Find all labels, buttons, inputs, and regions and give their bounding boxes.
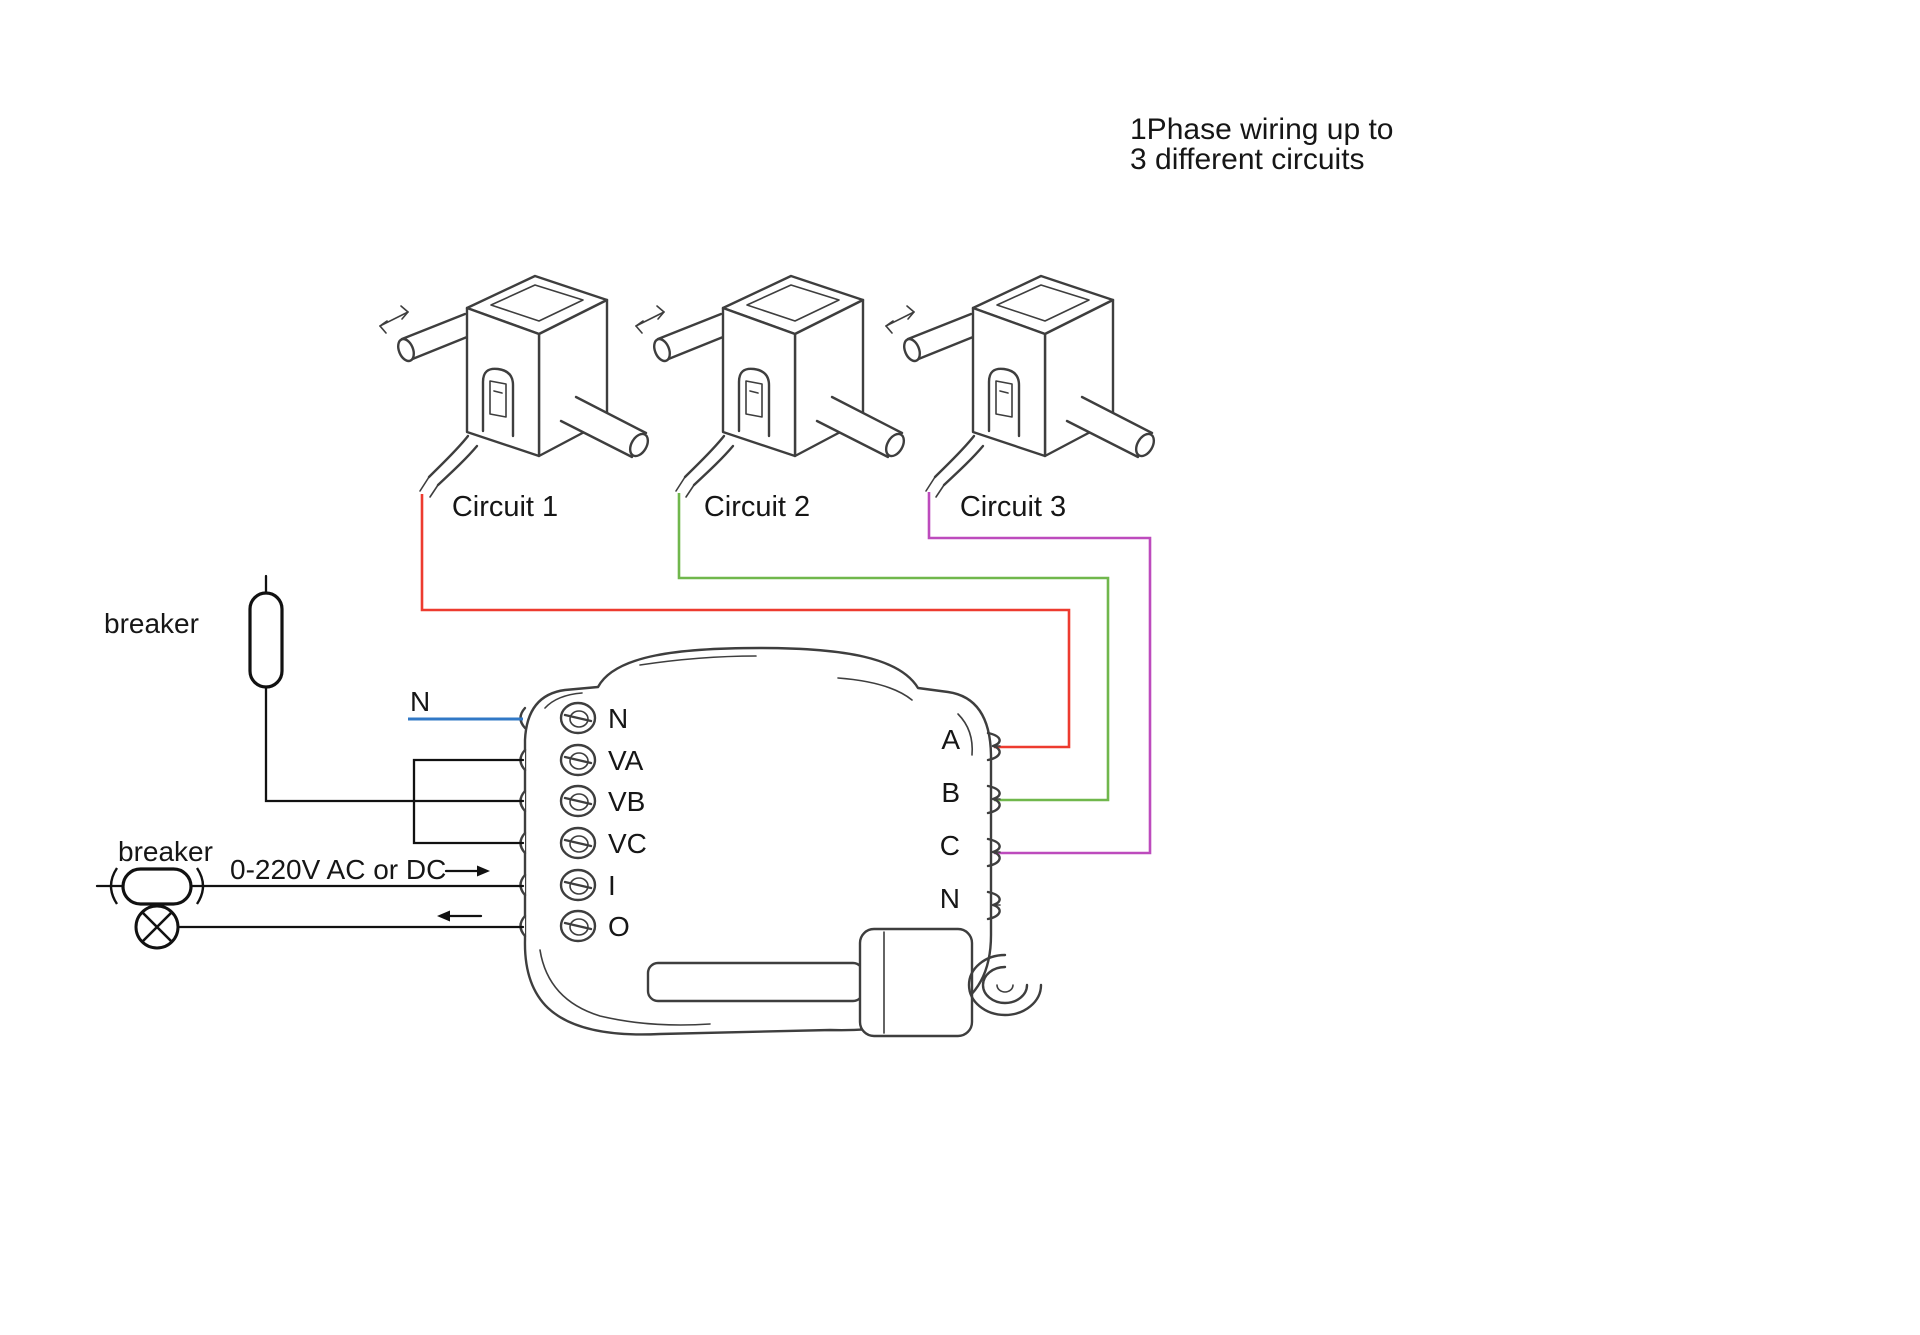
wire-circuit1-to-A [420, 494, 1071, 749]
wire-circuit2-to-B [677, 493, 1110, 802]
circuit2-label: Circuit 2 [704, 491, 810, 523]
wire-circuit3-to-C [927, 492, 1152, 855]
ct-clamp-circuit1 [378, 274, 653, 499]
breaker-top-label: breaker [104, 608, 199, 639]
terminal-label-A: A [941, 724, 960, 755]
din-rail-bar [646, 961, 865, 1003]
terminal-label-VB: VB [608, 786, 645, 817]
terminal-screw-VB [559, 784, 597, 818]
terminal-label-VA: VA [608, 745, 644, 776]
wires [95, 492, 1152, 929]
circuit3-label: Circuit 3 [960, 491, 1066, 523]
current-out-arrow [437, 910, 483, 922]
terminal-label-I: I [608, 870, 616, 901]
terminal-screw-I [559, 868, 597, 902]
lamp-icon [134, 904, 180, 950]
terminal-label-O: O [608, 911, 630, 942]
terminal-label-N-right: N [940, 883, 960, 914]
supply-voltage-label: 0-220V AC or DC [230, 854, 446, 885]
breaker-top-icon [248, 591, 284, 689]
neutral-label: N [410, 686, 430, 717]
cable-coil-icon [967, 953, 1043, 1017]
terminal-label-N: N [608, 703, 628, 734]
circuit1-label: Circuit 1 [452, 491, 558, 523]
title-line2: 3 different circuits [1130, 143, 1365, 176]
wire-breaker-top-feed [264, 574, 416, 803]
breaker-bottom-label: breaker [118, 836, 213, 867]
terminal-screw-N [559, 701, 597, 735]
ct-clamp-circuit3 [884, 274, 1159, 499]
mount-clip-block [858, 927, 974, 1038]
terminal-screw-O [559, 909, 597, 943]
terminal-label-B: B [941, 777, 960, 808]
terminal-screw-VC [559, 826, 597, 860]
title-line1: 1Phase wiring up to [1130, 113, 1394, 146]
ct-clamp-circuit2 [634, 274, 909, 499]
current-in-arrow [444, 865, 490, 877]
breaker-bottom-icon [109, 867, 205, 906]
terminal-label-VC: VC [608, 828, 647, 859]
energy-meter-device [519, 646, 1043, 1038]
terminal-label-C: C [940, 830, 960, 861]
terminal-screw-VA [559, 743, 597, 777]
